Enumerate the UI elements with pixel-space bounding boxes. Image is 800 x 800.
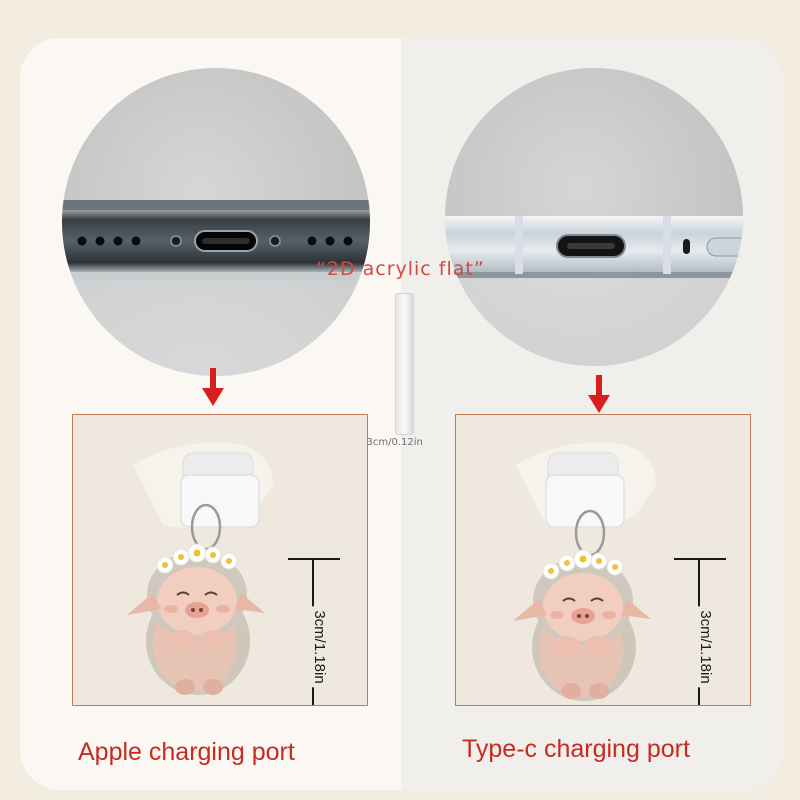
height-label-left: 3cm/1.18in [300,606,328,688]
usb-c-port-icon [445,216,743,366]
pig-charm-image [513,442,656,701]
height-label-right: 3cm/1.18in [686,606,714,688]
thickness-label: 0.3cm/0.12in [357,437,423,448]
arrow-down-icon [202,368,224,408]
height-measure-right: 3cm/1.18in [674,558,730,705]
lightning-port-icon [62,200,370,376]
product-card: “2D acrylic flat” 0.3cm/0.12in [20,38,782,790]
pig-charm-image [127,442,273,695]
height-measure-left: 3cm/1.18in [288,558,344,705]
right-product-photo: 3cm/1.18in [455,414,751,706]
apple-port-label: Apple charging port [78,738,295,766]
acrylic-flat-label: “2D acrylic flat” [316,258,485,280]
left-product-photo: 3cm/1.18in [72,414,368,706]
type-c-port-label: Type-c charging port [462,735,690,763]
lightning-port-closeup [62,68,370,376]
acrylic-sheet [395,293,414,435]
arrow-down-icon [588,375,610,415]
usb-c-port-closeup [445,68,743,366]
